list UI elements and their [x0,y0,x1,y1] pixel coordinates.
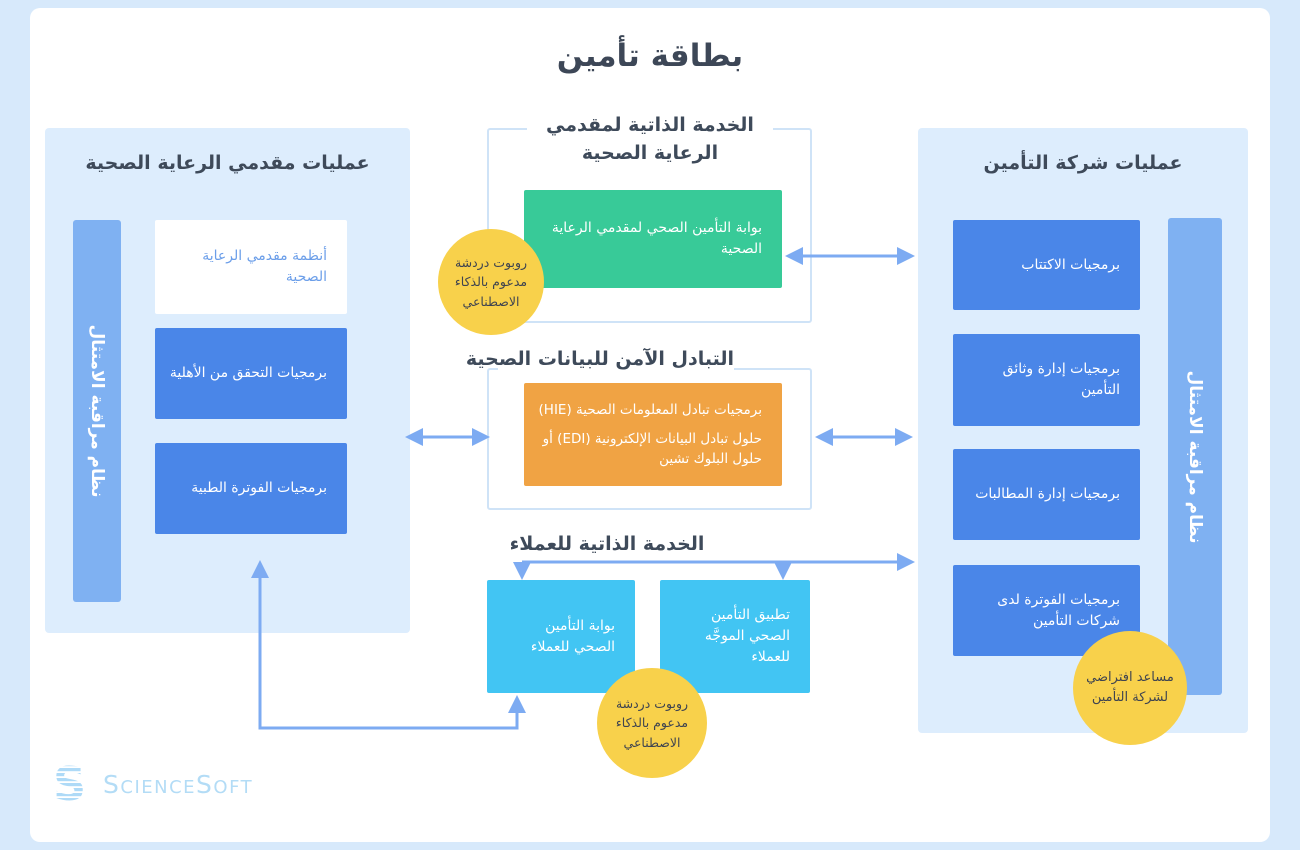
chatbot-badge-top-label: روبوت دردشة مدعوم بالذكاء الاصطناعي [454,254,528,309]
medical-billing-label: برمجيات الفوترة الطبية [191,480,327,496]
virtual-assistant-label: مساعد افتراضي لشركة التأمين [1086,669,1174,705]
compliance-bar-left: نظام مراقبة الامتثال [73,220,121,602]
insurer-panel-header: عمليات شركة التأمين [983,152,1183,174]
provider-portal-box: بوابة التأمين الصحي لمقدمي الرعاية الصحي… [524,190,782,288]
hie-label: برمجيات تبادل المعلومات الصحية (HIE) [538,401,762,418]
edi-blockchain-label: حلول تبادل البيانات الإلكترونية (EDI) أو… [542,430,762,468]
logo-soft: Soft [196,769,254,799]
insurer-billing-box: برمجيات الفوترة لدى شركات التأمين [953,565,1140,656]
customer-app-label: تطبيق التأمين الصحي الموجَّه للعملاء [704,607,790,665]
underwriting-label: برمجيات الاكتتاب [1021,256,1120,273]
chatbot-badge-bottom: روبوت دردشة مدعوم بالذكاء الاصطناعي [597,668,707,778]
provider-portal-label: بوابة التأمين الصحي لمقدمي الرعاية الصحي… [551,220,762,257]
diagram-title: بطاقة تأمين [556,38,744,74]
policy-administration-box: برمجيات إدارة وثائق التأمين [953,334,1140,426]
hie-edi-box: برمجيات تبادل المعلومات الصحية (HIE) حلو… [524,383,782,486]
customer-portal-label: بوابة التأمين الصحي للعملاء [530,617,615,655]
svg-text:S: S [53,763,86,805]
customer-portal-box: بوابة التأمين الصحي للعملاء [487,580,635,693]
claims-management-label: برمجيات إدارة المطالبات [975,486,1120,502]
customer-self-service-title: الخدمة الذاتية للعملاء [509,533,705,555]
provider-systems-label: أنظمة مقدمي الرعاية الصحية [202,248,327,285]
insurer-billing-label: برمجيات الفوترة لدى شركات التأمين [997,591,1120,629]
policy-administration-label: برمجيات إدارة وثائق التأمين [1002,361,1120,398]
eligibility-verification-label: برمجيات التحقق من الأهلية [169,365,327,381]
provider-panel-header: عمليات مقدمي الرعاية الصحية [85,152,370,174]
provider-systems-box: أنظمة مقدمي الرعاية الصحية [155,220,347,314]
claims-management-box: برمجيات إدارة المطالبات [953,449,1140,540]
sciencesoft-logo: S ScienceSoft [52,763,253,805]
secure-exchange-title: التبادل الآمن للبيانات الصحية [466,346,734,374]
sciencesoft-logo-icon: S [53,763,86,805]
sciencesoft-logo-text: ScienceSoft [103,770,253,799]
virtual-assistant-badge: مساعد افتراضي لشركة التأمين [1073,631,1187,745]
underwriting-box: برمجيات الاكتتاب [953,220,1140,310]
arrow-billing-portal-loop [251,560,526,730]
eligibility-verification-box: برمجيات التحقق من الأهلية [155,328,347,419]
chatbot-badge-top: روبوت دردشة مدعوم بالذكاء الاصطناعي [438,229,544,335]
chatbot-badge-bottom-label: روبوت دردشة مدعوم بالذكاء الاصطناعي [615,695,689,750]
customer-app-box: تطبيق التأمين الصحي الموجَّه للعملاء [660,580,810,693]
medical-billing-box: برمجيات الفوترة الطبية [155,443,347,534]
compliance-bar-right: نظام مراقبة الامتثال [1168,218,1222,695]
logo-science: Science [103,769,197,799]
provider-self-service-title: الخدمة الذاتية لمقدمي الرعاية الصحية [527,112,773,168]
